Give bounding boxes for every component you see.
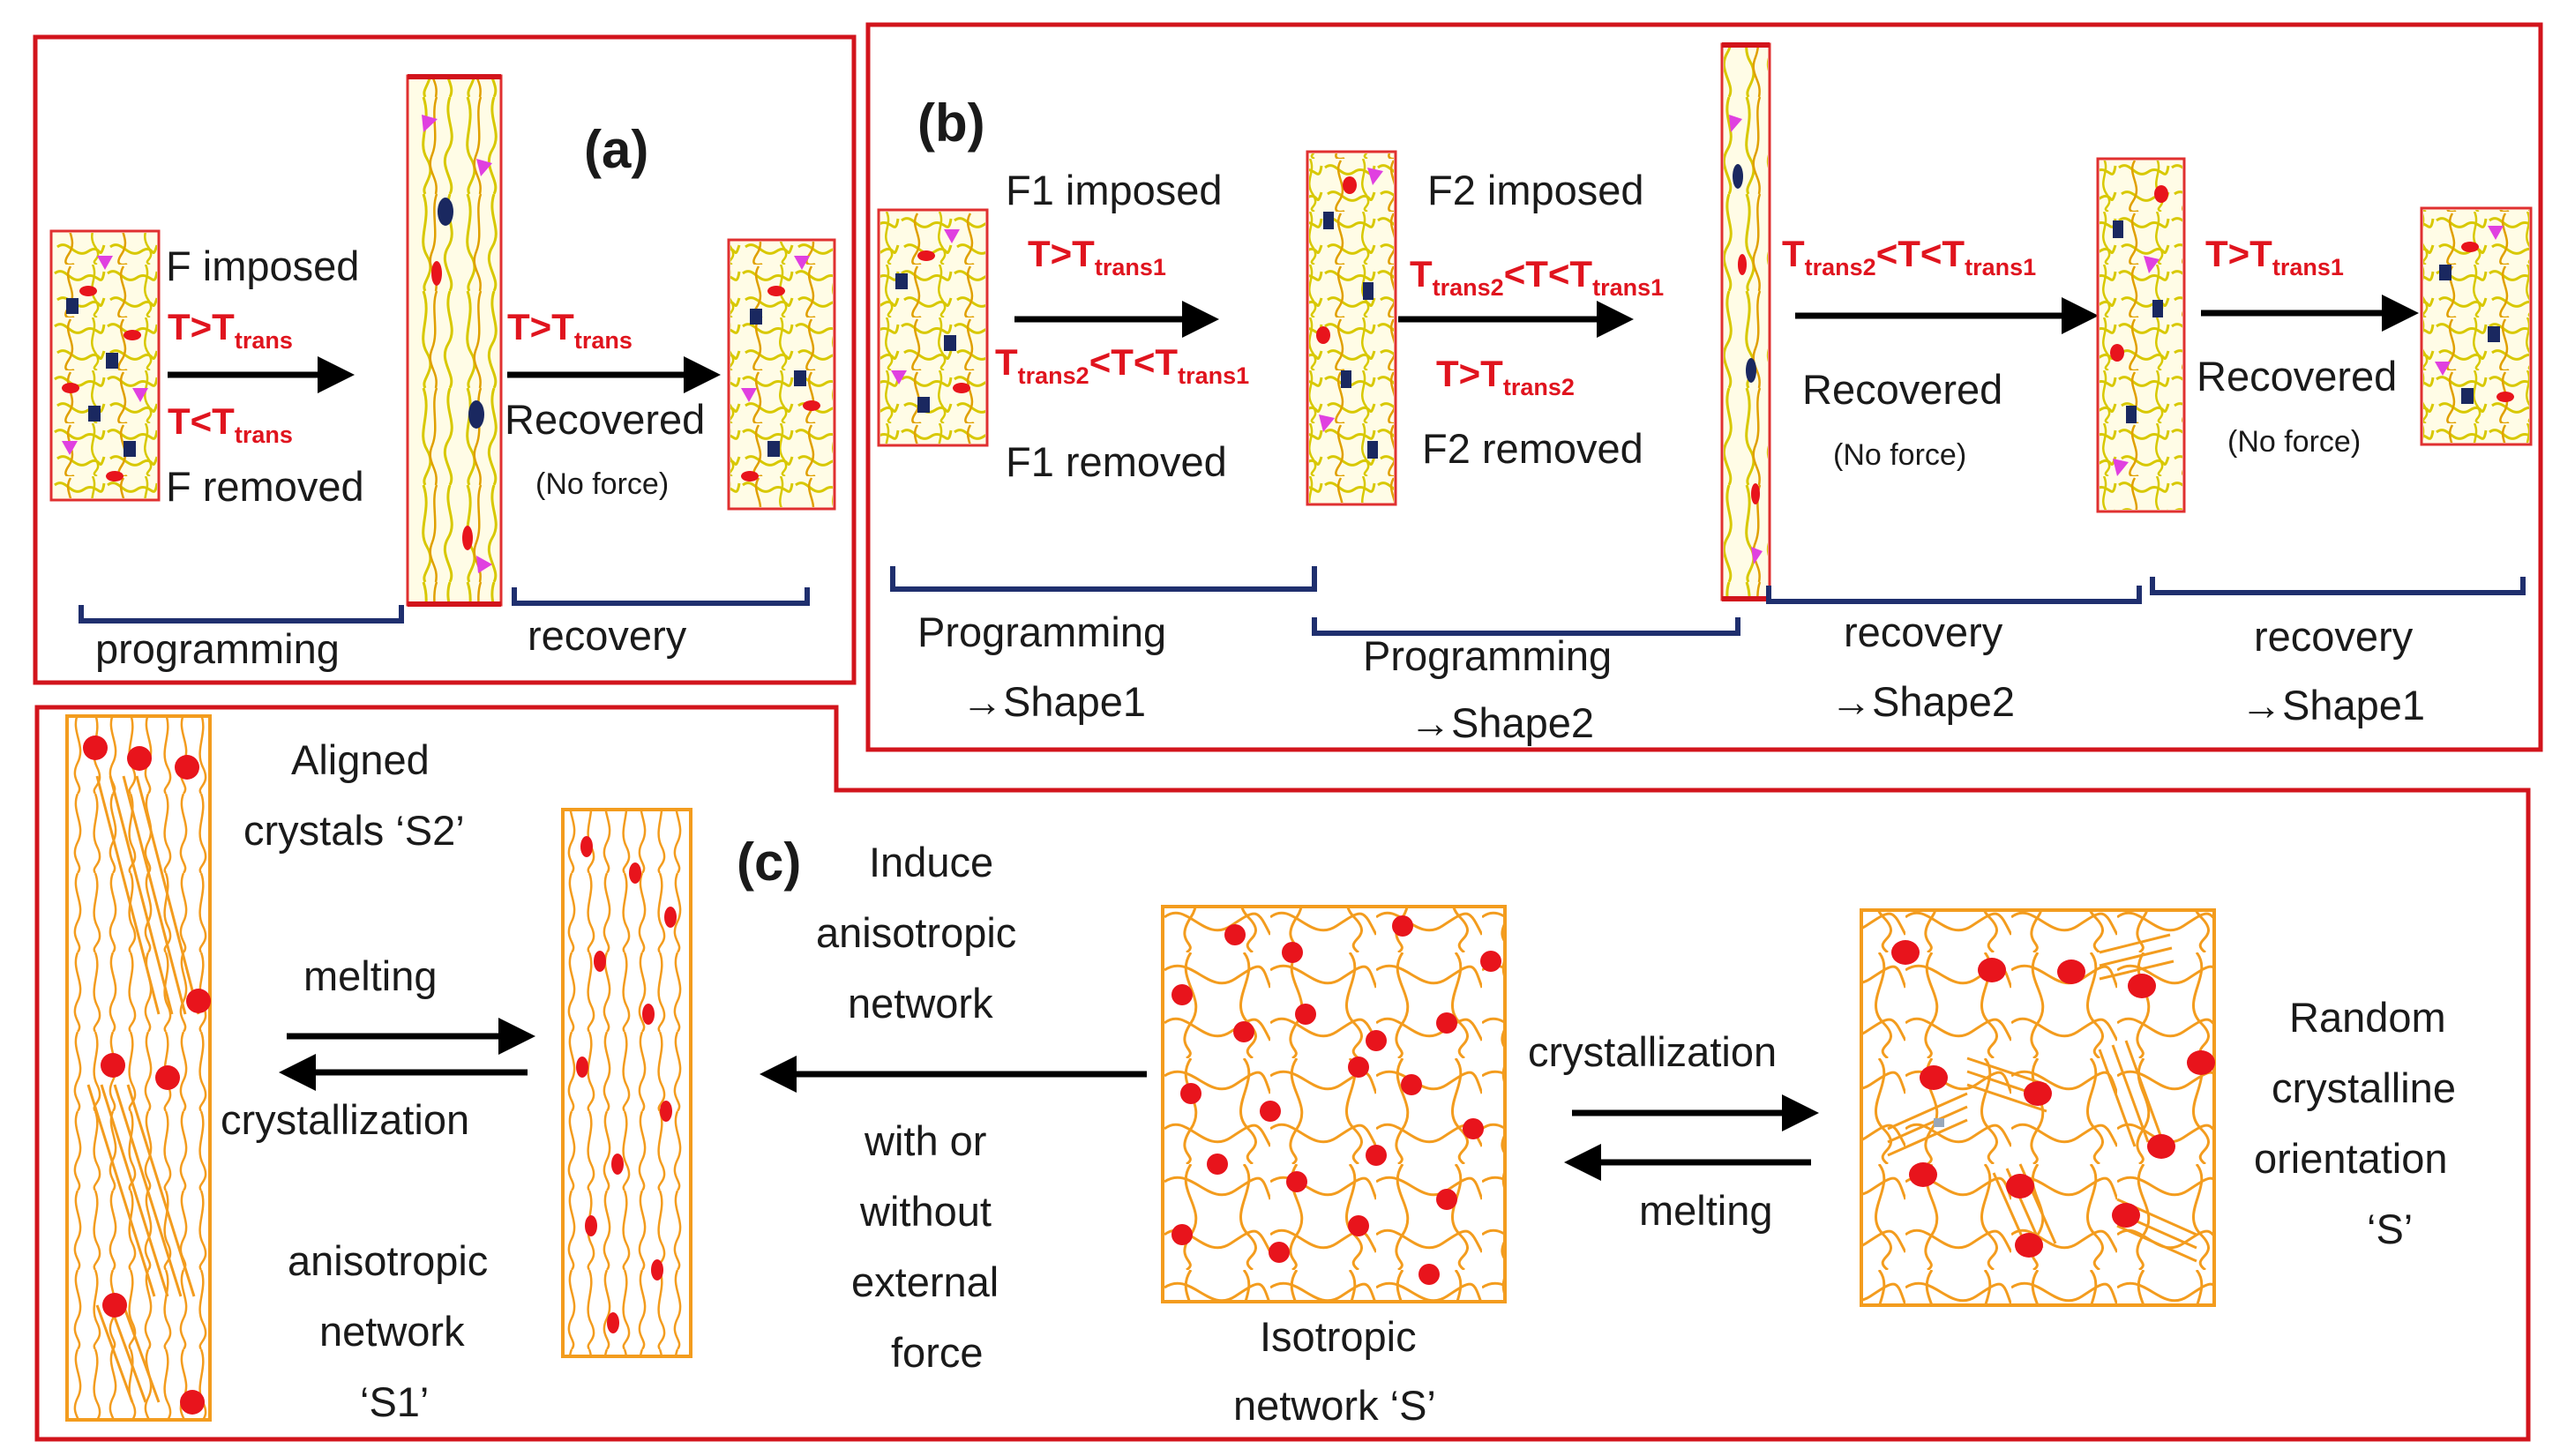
a-temp-below: T<Ttrans	[168, 400, 293, 448]
c-aniso-1: anisotropic	[288, 1237, 488, 1284]
a-recovered: Recovered	[505, 396, 705, 443]
anisotropic-s1-sample	[561, 808, 692, 1358]
panel-a-border	[33, 34, 857, 685]
sample-b-shape1	[1306, 150, 1397, 506]
b-f2-removed: F2 removed	[1422, 425, 1643, 472]
a-temp-above: T>Ttrans	[168, 306, 293, 354]
c-crystallization-1: crystallization	[221, 1096, 469, 1143]
b-prog-shape2-a: Programming	[1363, 632, 1612, 679]
b-no-force-1: (No force)	[1833, 438, 1966, 472]
b-prog-shape2-b: →Shape2	[1410, 699, 1594, 746]
b-f1-temp: T>Ttrans1	[1028, 233, 1166, 280]
panel-b-border	[865, 22, 2543, 752]
c-aligned-1: Aligned	[291, 736, 430, 783]
a-force-removed: F removed	[166, 463, 364, 510]
c-with-3: external	[851, 1258, 999, 1305]
b-f2-imposed: F2 imposed	[1427, 167, 1644, 213]
panel-b: (b) F1 imposed T>Ttrans1 Ttrans2<T<Ttran…	[865, 22, 2543, 752]
panel-c-tag: (c)	[737, 833, 801, 892]
c-melting-2: melting	[1639, 1187, 1773, 1234]
b-recovered-2: Recovered	[2197, 353, 2397, 399]
b-f1-range: Ttrans2<T<Ttrans1	[995, 341, 1249, 389]
sample-b-shape2	[1720, 42, 1771, 601]
b-f1-imposed: F1 imposed	[1006, 167, 1223, 213]
c-aniso-3: ‘S1’	[360, 1378, 429, 1425]
sample-b-initial	[877, 208, 989, 447]
b-rec-shape1-a: recovery	[2254, 613, 2414, 660]
b-bracket-3	[1766, 586, 2142, 604]
isotropic-s-sample	[1161, 905, 1507, 1303]
b-bracket-2	[1312, 617, 1740, 636]
b-rec-shape2-a: recovery	[1844, 609, 2003, 655]
panel-a: (a) F imposed T>Ttrans T<Ttrans F remove…	[33, 34, 857, 685]
c-random-4: ‘S’	[2367, 1206, 2413, 1252]
c-aniso-2: network	[319, 1308, 465, 1355]
b-rec-shape1-b: →Shape1	[2241, 682, 2425, 728]
c-random-2: crystalline	[2272, 1064, 2456, 1111]
c-melting-1: melting	[303, 952, 438, 999]
sample-a-initial	[49, 229, 161, 502]
c-random-3: orientation	[2254, 1135, 2448, 1182]
a-force-imposed: F imposed	[166, 243, 359, 289]
b-bracket-1	[890, 566, 1317, 592]
a-recovery-bracket	[512, 587, 810, 606]
random-crystalline-sample	[1860, 908, 2216, 1307]
b-final-temp: T>Ttrans1	[2205, 233, 2344, 280]
c-with-4: force	[891, 1329, 984, 1376]
sample-a-stretched	[406, 74, 503, 607]
panel-c: (c) Aligned crystals ‘S2’ melting crysta…	[34, 705, 2531, 1442]
c-induce-3: network	[848, 980, 993, 1027]
b-prog-shape1-b: →Shape1	[962, 678, 1146, 725]
b-rec-range: Ttrans2<T<Ttrans1	[1782, 233, 2036, 280]
panel-a-tag: (a)	[584, 120, 648, 179]
c-with-2: without	[859, 1188, 992, 1235]
b-bracket-4	[2150, 577, 2526, 595]
c-induce-1: Induce	[869, 839, 993, 885]
b-prog-shape1-a: Programming	[917, 609, 1166, 655]
b-f2-temp: T>Ttrans2	[1436, 353, 1575, 400]
panel-b-tag: (b)	[917, 93, 985, 153]
b-rec-shape2-b: →Shape2	[1830, 678, 2015, 725]
sample-b-recovered-shape2	[2096, 157, 2186, 513]
c-crystallization-2: crystallization	[1528, 1028, 1777, 1075]
panel-c-border	[34, 705, 2531, 1442]
b-no-force-2: (No force)	[2227, 425, 2361, 459]
b-recovered-1: Recovered	[1802, 366, 2002, 413]
a-programming-label: programming	[95, 625, 340, 672]
c-iso-1: Isotropic	[1260, 1313, 1417, 1360]
c-iso-2: network ‘S’	[1233, 1382, 1436, 1429]
b-f1-removed: F1 removed	[1006, 438, 1227, 485]
sample-b-recovered-shape1	[2420, 206, 2533, 446]
a-recover-temp: T>Ttrans	[507, 306, 633, 354]
a-programming-bracket	[79, 605, 404, 623]
c-with-1: with or	[864, 1117, 986, 1164]
aligned-crystals-s2-sample	[65, 714, 212, 1422]
sample-a-recovered	[727, 238, 836, 511]
c-random-1: Random	[2289, 994, 2446, 1041]
c-induce-2: anisotropic	[816, 909, 1016, 956]
b-f2-range: Ttrans2<T<Ttrans1	[1410, 253, 1664, 301]
c-aligned-2: crystals ‘S2’	[243, 807, 465, 854]
a-no-force: (No force)	[535, 467, 669, 501]
a-recovery-label: recovery	[528, 612, 687, 659]
